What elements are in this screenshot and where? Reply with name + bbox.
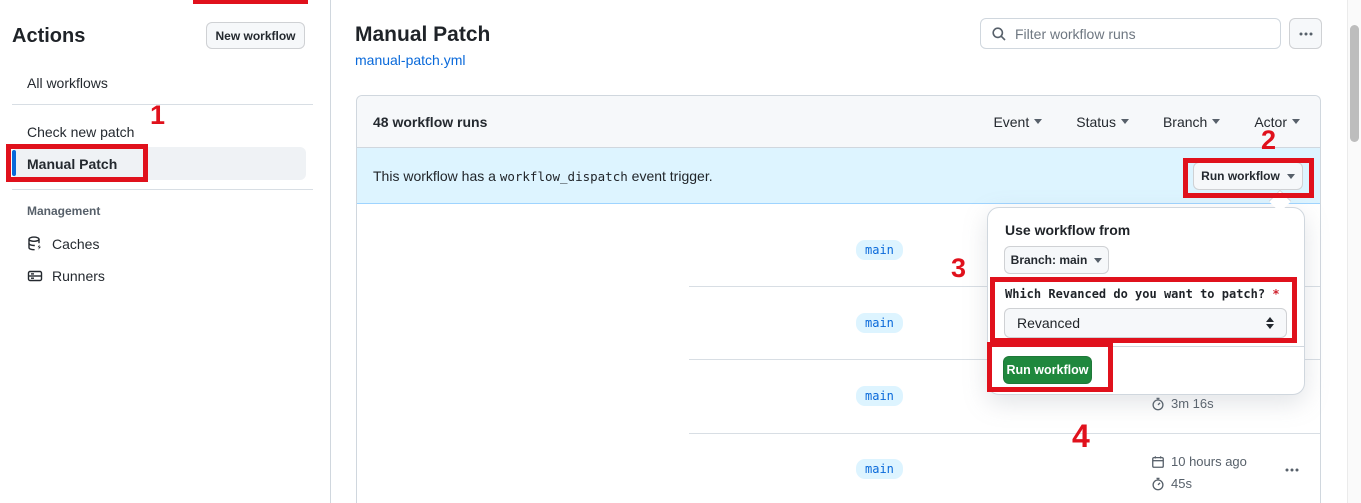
dialog-title: Use workflow from (1005, 222, 1131, 238)
stopwatch-icon (1151, 397, 1165, 411)
run-options-kebab-button[interactable] (1278, 459, 1306, 481)
filter-status-dropdown[interactable]: Status (1076, 114, 1129, 130)
calendar-icon (1151, 455, 1165, 469)
sidebar-title: Actions (12, 25, 86, 47)
runs-count: 48 workflow runs (373, 113, 488, 130)
dialog-divider (988, 346, 1304, 347)
sidebar-item-label: Manual Patch (27, 155, 118, 172)
sidebar-divider (12, 104, 313, 105)
runs-list-header: 48 workflow runs Event Status Branch Act… (357, 96, 1320, 148)
filter-label: Event (993, 113, 1030, 130)
branch-badge[interactable]: main (856, 386, 903, 406)
duration-text: 3m 16s (1171, 396, 1214, 411)
management-section-label: Management (27, 204, 101, 218)
banner-text-before: This workflow has a (373, 167, 496, 184)
sidebar-item-label: All workflows (27, 74, 108, 91)
filter-branch-dropdown[interactable]: Branch (1162, 113, 1221, 130)
branch-selector-button[interactable]: Branch: main (1004, 246, 1109, 274)
filter-label: Branch (1162, 113, 1208, 130)
filter-label: Actor (1254, 113, 1287, 130)
banner-text: This workflow has a workflow_dispatch ev… (373, 168, 713, 184)
select-value: Revanced (1017, 315, 1081, 331)
input-label-text: Which Revanced do you want to patch? (1005, 287, 1266, 301)
selected-item-accent-bar (12, 150, 16, 176)
search-input[interactable] (1015, 25, 1270, 42)
stopwatch-icon (1151, 477, 1165, 491)
caret-down-icon (1286, 173, 1295, 179)
banner-text-after: event trigger. (631, 167, 713, 184)
caret-down-icon (1292, 119, 1300, 124)
page-title: Manual Patch (355, 23, 491, 46)
branch-badge[interactable]: main (856, 458, 903, 479)
sidebar-item-check-new-patch[interactable]: Check new patch (13, 118, 306, 145)
caret-down-icon (1212, 119, 1221, 124)
workflow-run-row: main (357, 204, 1320, 286)
run-duration: 45s (1151, 476, 1192, 491)
started-text: 10 hours ago (1171, 454, 1247, 469)
run-duration: 3m 16s (1151, 396, 1214, 411)
run-workflow-dropdown-button[interactable]: Run workflow (1193, 162, 1303, 190)
run-start-time: 10 hours ago (1151, 454, 1247, 469)
sidebar-item-all-workflows[interactable]: All workflows (13, 69, 306, 96)
runners-server-icon (27, 268, 43, 284)
actions-sidebar: Actions New workflow All workflows Check… (0, 0, 331, 503)
sidebar-item-runners[interactable]: Runners (13, 262, 306, 289)
duration-text: 45s (1171, 476, 1192, 491)
workflow-dispatch-code: workflow_dispatch (499, 168, 628, 184)
caret-down-icon (1034, 119, 1043, 124)
filter-event-dropdown[interactable]: Event (993, 113, 1043, 130)
sidebar-item-label: Caches (52, 235, 100, 252)
revanced-select[interactable]: Revanced (1004, 308, 1287, 338)
sidebar-divider (12, 189, 313, 190)
workflow-file-link[interactable]: manual-patch.yml (355, 52, 466, 68)
filter-runs-searchbox[interactable] (980, 18, 1281, 49)
filter-actor-dropdown[interactable]: Actor (1254, 114, 1300, 130)
filter-label: Status (1076, 113, 1116, 130)
run-workflow-dialog: Use workflow from Branch: main Which Rev… (987, 207, 1305, 395)
page-options-kebab-button[interactable] (1289, 18, 1322, 49)
scrollbar-thumb[interactable] (1350, 25, 1359, 142)
workflow-dispatch-banner: This workflow has a workflow_dispatch ev… (357, 148, 1320, 204)
run-workflow-submit-button[interactable]: Run workflow (1003, 356, 1092, 384)
branch-selector-label: Branch: main (1010, 253, 1088, 267)
sidebar-item-manual-patch[interactable]: Manual Patch (13, 147, 306, 180)
workflow-run-row: main 10 hours ago 45s (357, 433, 1320, 503)
caches-database-icon (27, 235, 43, 252)
branch-badge[interactable]: main (856, 312, 903, 333)
search-icon (991, 26, 1007, 42)
new-workflow-button[interactable]: New workflow (206, 22, 305, 49)
workflow-runs-panel: 48 workflow runs Event Status Branch Act… (356, 95, 1321, 503)
run-workflow-button-label: Run workflow (1201, 169, 1280, 183)
workflow-input-label: Which Revanced do you want to patch? * (1005, 287, 1280, 301)
required-asterisk: * (1272, 287, 1280, 301)
kebab-icon (1299, 32, 1313, 36)
runs-filters: Event Status Branch Actor (993, 114, 1304, 130)
caret-down-icon (1120, 119, 1129, 124)
caret-down-icon (1094, 257, 1103, 263)
branch-badge[interactable]: main (856, 239, 903, 260)
sidebar-item-label: Check new patch (27, 123, 135, 140)
page-scrollbar[interactable] (1347, 0, 1361, 503)
kebab-icon (1285, 468, 1299, 472)
sidebar-item-caches[interactable]: Caches (13, 230, 306, 257)
sidebar-item-label: Runners (52, 267, 105, 284)
select-updown-icon (1266, 317, 1274, 329)
